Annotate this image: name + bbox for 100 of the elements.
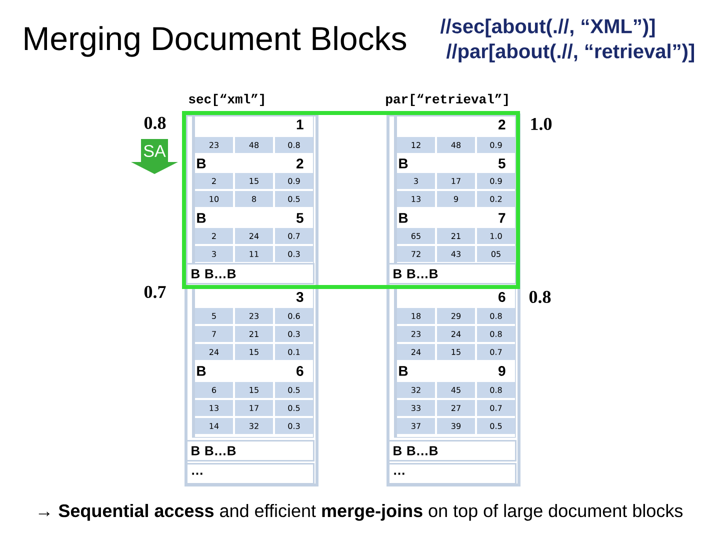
table-cell: 21 [437,228,475,244]
table-cell: 3 [195,246,233,262]
table-cell: 0.8 [477,308,515,324]
title: Merging Document Blocks [24,26,406,57]
table-cell: 0.3 [275,418,313,434]
entry-number: 2 [498,120,506,130]
table-cell: 9 [437,191,475,207]
table-cell: 0.5 [275,191,313,207]
table-cell: 39 [437,418,475,434]
entry-marker: B [197,158,206,168]
caption: → Sequential access and efficient merge-joins on top of large document blocks [38,504,682,521]
table-cell: 0.7 [477,400,515,416]
entry-number: 6 [296,366,304,376]
table-cell: 0.6 [275,308,313,324]
table-cell: 24 [397,344,435,360]
table-cell: 18 [397,308,435,324]
table-cell: 0.5 [275,400,313,416]
entry-marker: B [197,366,206,376]
table-cell: 43 [437,246,475,262]
table-cell: 23 [397,326,435,342]
table-cell: 23 [195,137,233,153]
entry-number: 5 [296,213,304,223]
block-box [192,288,314,438]
table-cell: 0.9 [477,173,515,189]
table-cell: 21 [235,326,273,342]
table-cell: 8 [235,191,273,207]
table-cell: 32 [397,382,435,398]
list-row: B B…B [388,440,516,462]
table-cell: 37 [397,418,435,434]
table-cell: 11 [235,246,273,262]
entry-number: 1 [296,120,304,130]
entry-number: 7 [498,213,506,223]
table-cell: 0.8 [477,382,515,398]
entry-number: 3 [296,292,304,302]
table-cell: 10 [195,191,233,207]
query-text: //par[about(.//, “retrieval”)] [446,44,694,62]
table-cell: 0.8 [275,137,313,153]
entry-marker: B [197,213,206,223]
list-row: B B…B [388,263,516,284]
table-cell: 0.1 [275,344,313,360]
table-cell: 0.9 [275,173,313,189]
table-cell: 7 [195,326,233,342]
table-cell: 17 [437,173,475,189]
entry-marker: B [399,213,408,223]
entry-number: 2 [296,158,304,168]
table-cell: 2 [195,228,233,244]
table-cell: 0.3 [275,246,313,262]
table-cell: 14 [195,418,233,434]
list-row: B B…B [186,263,314,284]
table-cell: 24 [195,344,233,360]
table-cell: 33 [397,400,435,416]
table-cell: 29 [437,308,475,324]
score-label: 0.8 [144,116,166,130]
table-cell: 0.8 [477,326,515,342]
table-cell: 1.0 [477,228,515,244]
table-cell: 23 [235,308,273,324]
table-cell: 0.3 [275,326,313,342]
table-cell: 0.2 [477,191,515,207]
table-cell: 0.7 [477,344,515,360]
table-cell: 72 [397,246,435,262]
table-cell: 13 [397,191,435,207]
score-label: 0.7 [144,286,166,298]
table-cell: 0.5 [275,382,313,398]
table-cell: 05 [477,246,515,262]
table-cell: 15 [235,344,273,360]
table-cell: 0.9 [477,137,515,153]
table-cell: 65 [397,228,435,244]
block-box [394,288,516,438]
list-row: B B…B [186,440,314,462]
block-box [394,114,516,264]
score-label: 0.8 [529,290,551,304]
table-cell: 2 [195,173,233,189]
table-cell: 0.5 [477,418,515,434]
node-label: par[“retrieval”] [386,94,508,106]
table-cell: 45 [437,382,475,398]
entry-number: 6 [498,292,506,302]
table-cell: 17 [235,400,273,416]
table-cell: 24 [235,228,273,244]
table-cell: 5 [195,308,233,324]
table-cell: 0.7 [275,228,313,244]
table-cell: 48 [235,137,273,153]
entry-marker: B [399,158,408,168]
table-cell: 15 [235,173,273,189]
table-cell: 12 [397,137,435,153]
table-cell: 13 [195,400,233,416]
entry-marker: B [399,366,408,376]
table-cell: 32 [235,418,273,434]
table-cell: 6 [195,382,233,398]
table-cell: 15 [437,344,475,360]
table-cell: 27 [437,400,475,416]
block-box [192,114,314,264]
table-cell: 48 [437,137,475,153]
node-label: sec[“xml”] [188,94,264,106]
list-row: … [186,463,314,484]
entry-number: 5 [498,158,506,168]
query-text: //sec[about(.//, “XML”)] [440,18,655,38]
list-row: … [388,463,516,484]
entry-number: 9 [498,366,506,376]
table-cell: 3 [397,173,435,189]
table-cell: 24 [437,326,475,342]
